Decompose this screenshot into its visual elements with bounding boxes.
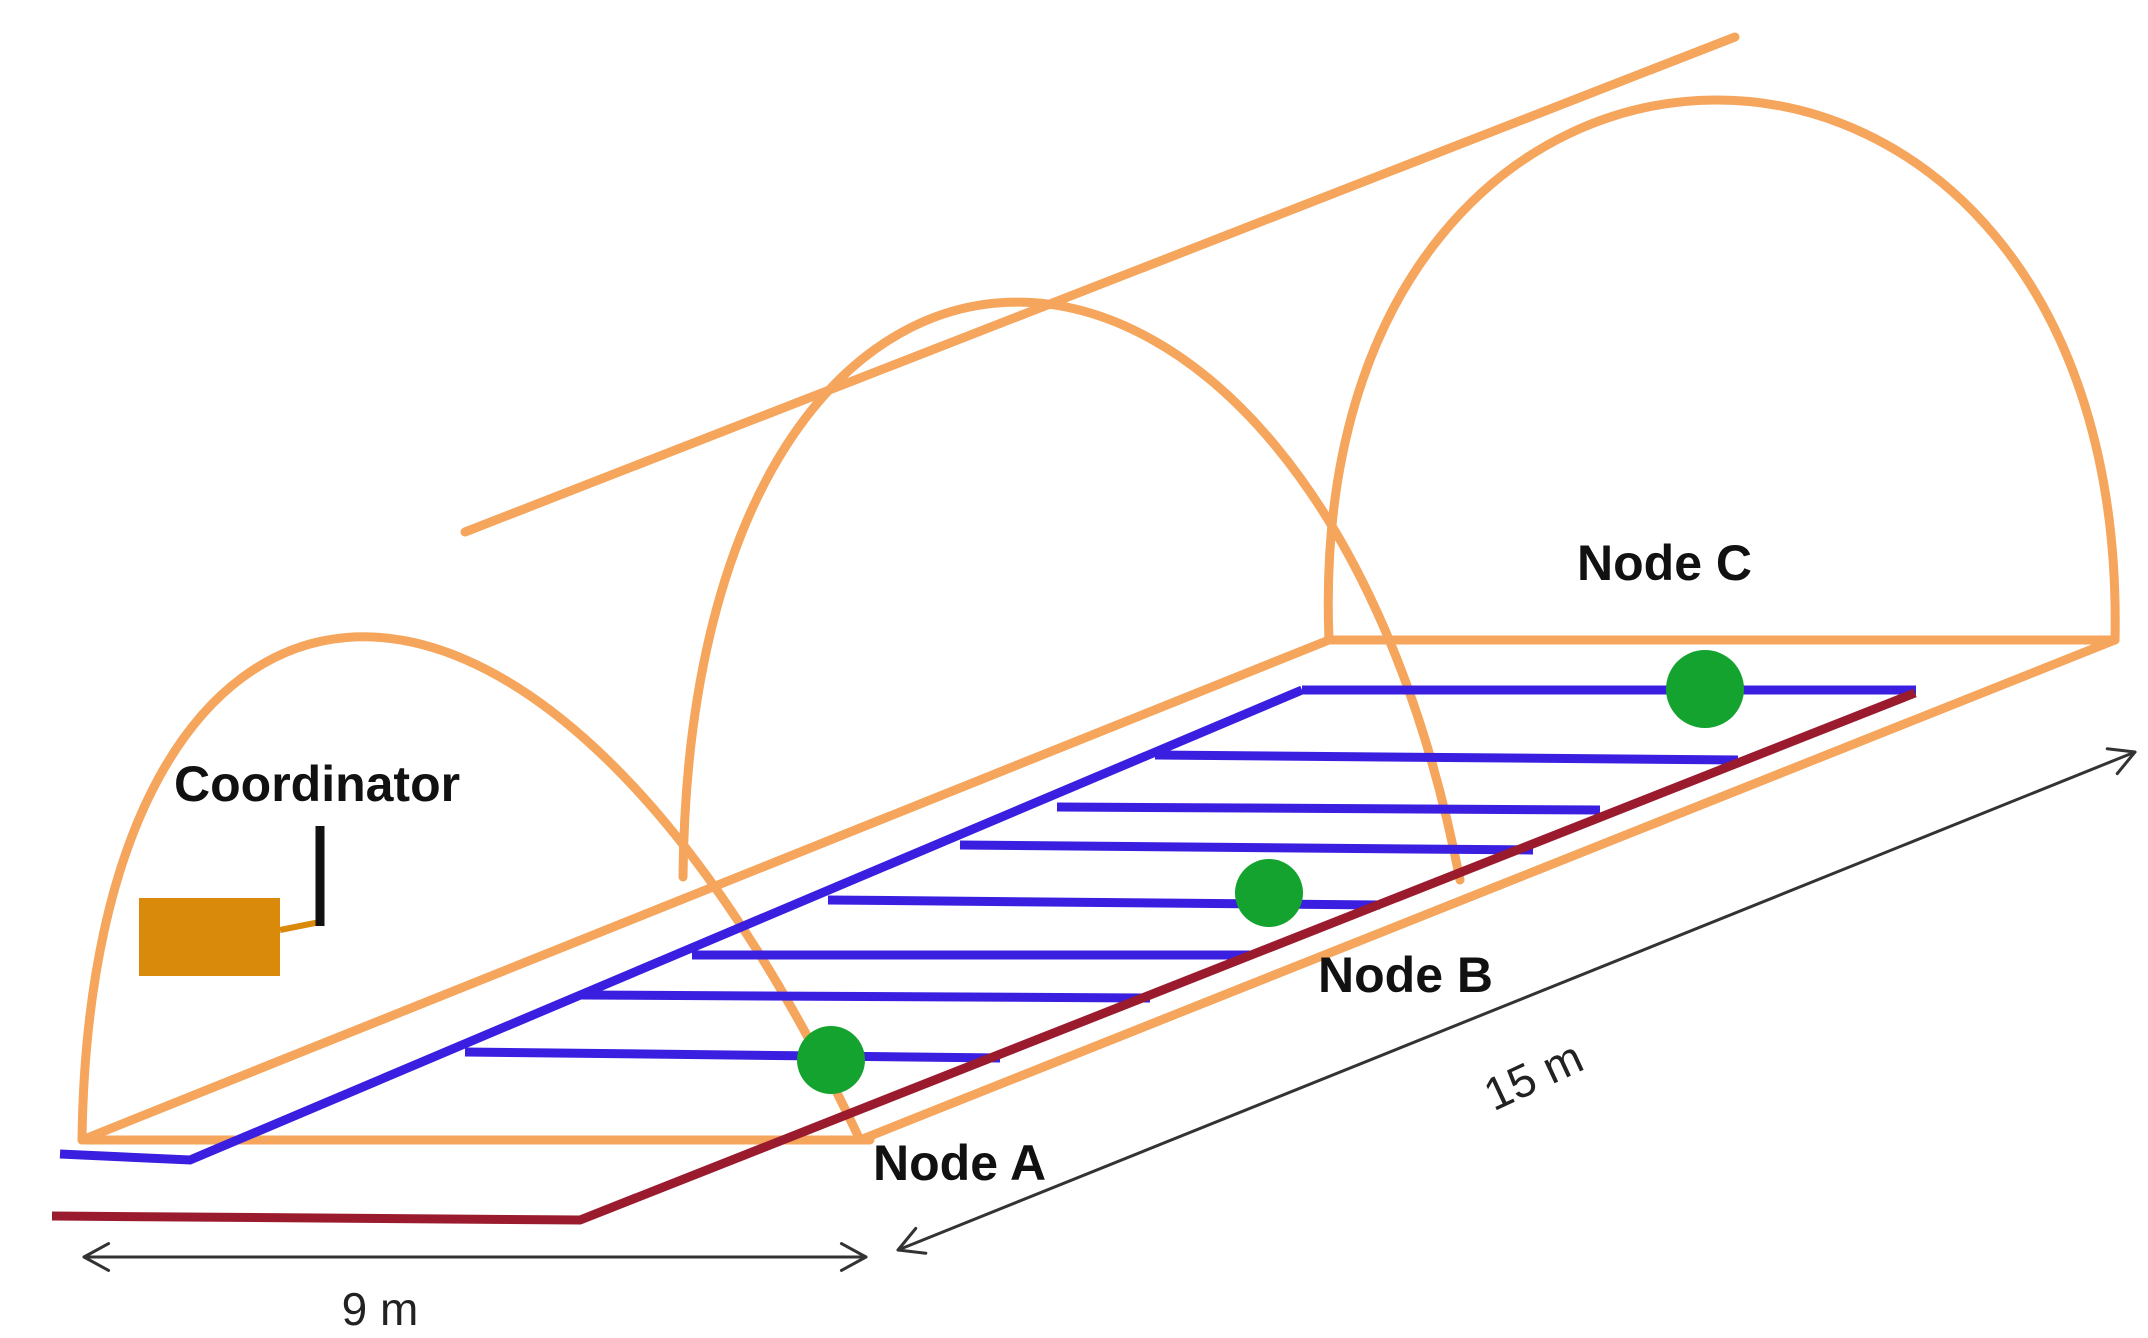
node-b-marker (1235, 859, 1303, 927)
coordinator-device (139, 826, 325, 976)
left-base-rail (77, 635, 1334, 1145)
node-b-label: Node B (1318, 947, 1493, 1003)
greenhouse-frame (77, 32, 2120, 1145)
lateral-row-7 (579, 990, 1151, 1003)
main-pipe-line (51, 688, 1917, 1225)
length-dimension-label: 15 m (1476, 1030, 1591, 1120)
lateral-row-4 (959, 840, 1534, 855)
lateral-diagonal-pipe (59, 685, 1304, 1165)
right-base-rail (855, 635, 2120, 1145)
middle-arch (678, 297, 1465, 885)
length-dimension-arrowhead-start (896, 1226, 928, 1255)
lateral-row-8 (464, 1047, 1001, 1063)
width-dimension-label: 9 m (342, 1283, 419, 1335)
node-a-marker (797, 1026, 865, 1094)
node-a-label: Node A (873, 1135, 1046, 1191)
node-c-marker (1666, 650, 1744, 728)
ridge-beam (460, 32, 1740, 537)
main-supply-pipe (51, 688, 1917, 1225)
lateral-row-2 (1154, 750, 1739, 765)
length-dimension-arrow (896, 747, 2137, 1255)
lateral-drip-pipes (59, 685, 1916, 1165)
length-dimension-arrowhead-end (2105, 747, 2137, 776)
node-c-label: Node C (1577, 535, 1752, 591)
lateral-row-3 (1056, 802, 1601, 815)
coordinator-label: Coordinator (174, 756, 460, 812)
width-dimension-arrowhead-start (82, 1242, 111, 1272)
width-dimension-arrow (82, 1242, 868, 1272)
coordinator-box (139, 898, 280, 976)
back-arch (1323, 95, 2120, 645)
coordinator-cable (279, 919, 321, 933)
width-dimension-arrowhead-end (839, 1242, 868, 1272)
length-dimension-line (896, 750, 2137, 1252)
front-arch (77, 632, 865, 1145)
